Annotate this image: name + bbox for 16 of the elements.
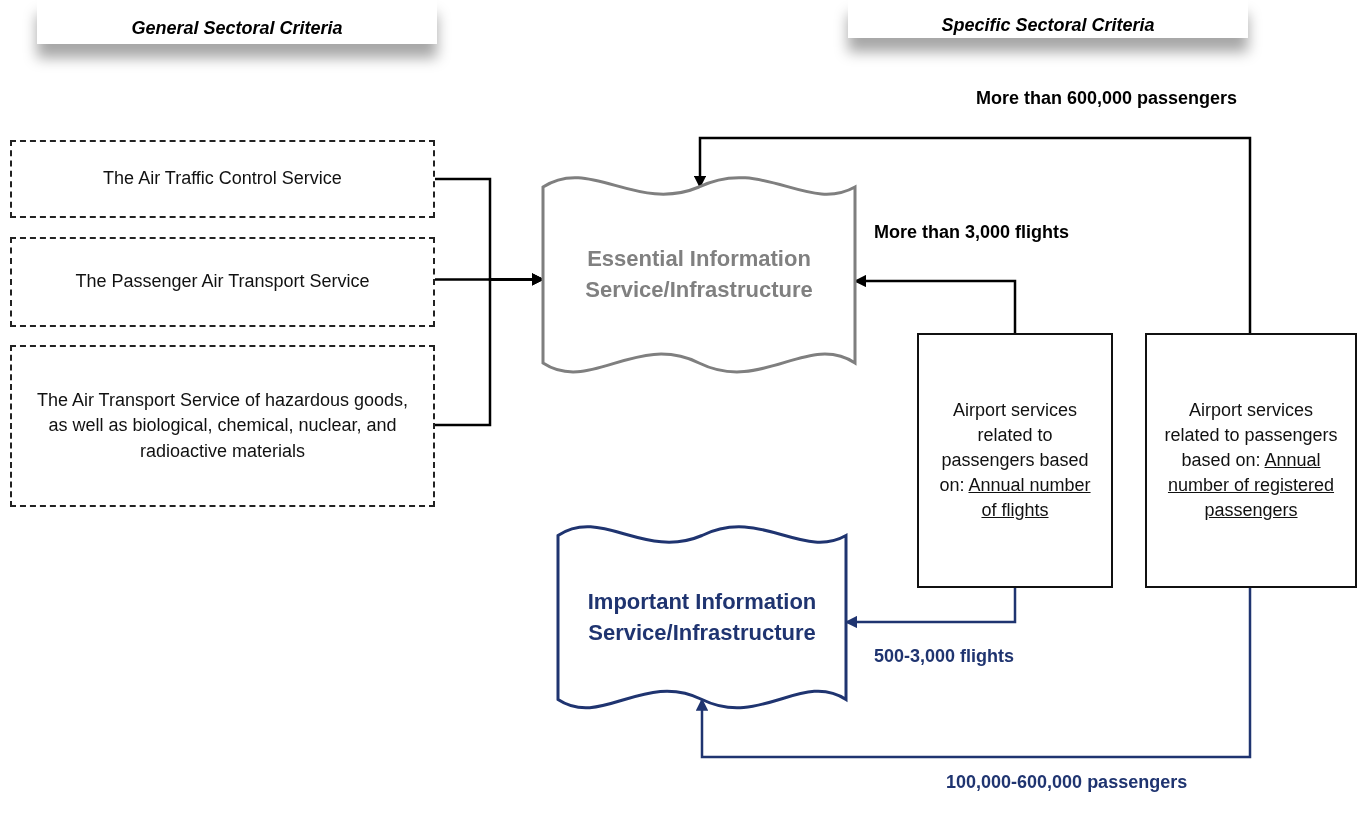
box-text: The Air Traffic Control Service	[103, 167, 342, 191]
process-box	[917, 333, 1113, 588]
shape-title: Important Information Service/Infrastructure	[586, 587, 818, 647]
box-text: The Passenger Air Transport Service	[75, 270, 370, 294]
box-text: Airport services related to passengers based on: Annual number of registered passengers	[1163, 398, 1339, 523]
dashed-box	[10, 237, 435, 327]
arrow	[693, 136, 1252, 333]
arrow	[695, 588, 1252, 759]
section-heading: General Sectoral Criteria	[37, 0, 437, 44]
box-text: The Air Transport Service of hazardous goods, as well as biological, chemical, nuclear, and radioactive materials	[35, 389, 410, 463]
process-box	[1145, 333, 1357, 588]
shape-title: Essential Information Service/Infrastructure	[584, 245, 814, 304]
dashed-box	[10, 140, 435, 218]
dashed-box	[10, 345, 435, 507]
section-heading: Specific Sectoral Criteria	[848, 0, 1248, 38]
box-text: Airport services related to passengers based on: Annual number of flights	[938, 398, 1092, 523]
